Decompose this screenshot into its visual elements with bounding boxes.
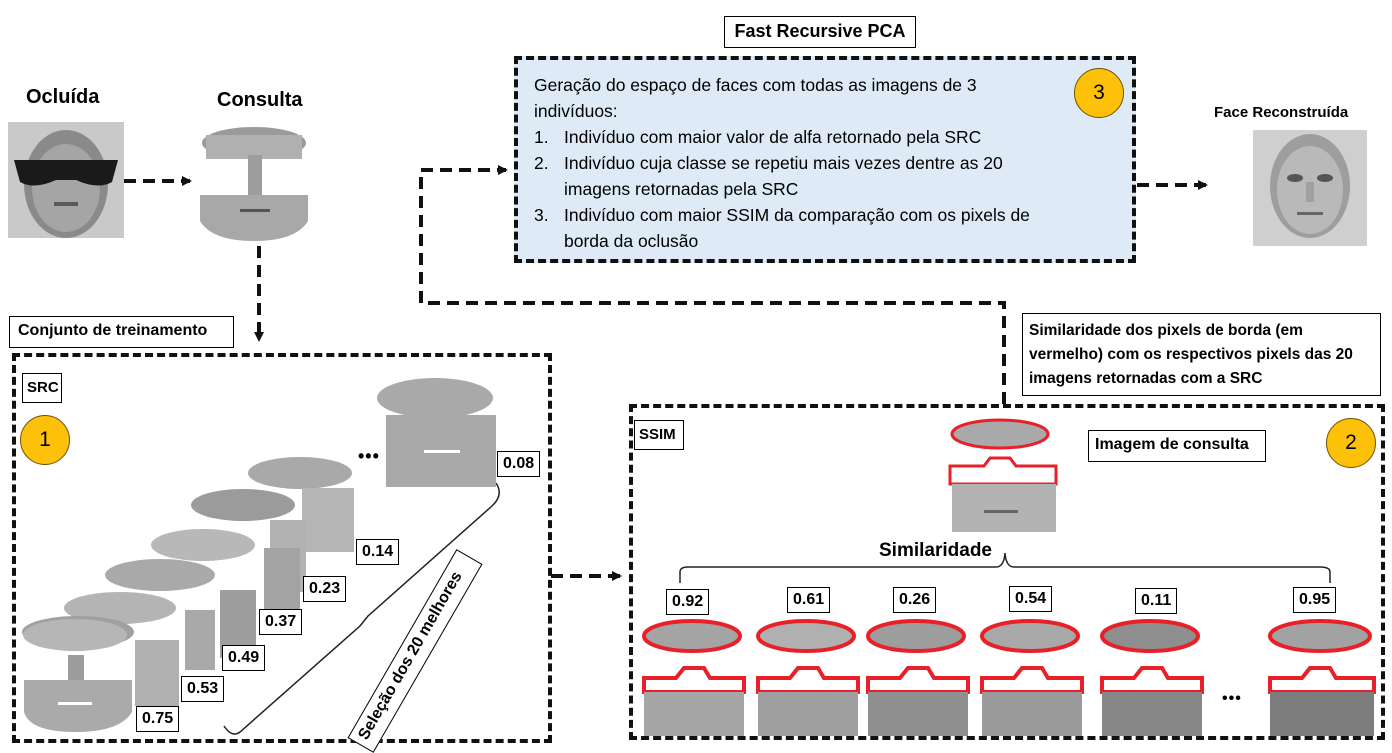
candidate-face-image bbox=[866, 619, 970, 736]
candidate-face-image bbox=[980, 619, 1084, 736]
similarity-bracket bbox=[679, 552, 1331, 583]
pca-panel: Geração do espaço de faces com todas as … bbox=[514, 56, 1136, 263]
ssim-score: 0.54 bbox=[1009, 586, 1053, 612]
ssim-score: 0.92 bbox=[666, 589, 710, 615]
occluded-face-image bbox=[8, 122, 124, 238]
src-score: 0.75 bbox=[136, 706, 180, 732]
ssim-score: 0.11 bbox=[1135, 588, 1178, 614]
ssim-score: 0.26 bbox=[893, 587, 937, 613]
src-score: 0.53 bbox=[181, 676, 225, 702]
query-edge-image bbox=[948, 418, 1058, 532]
step-badge-1: 1 bbox=[20, 415, 70, 465]
pca-title: Fast Recursive PCA bbox=[724, 16, 916, 48]
query-face-image bbox=[200, 127, 308, 241]
training-face-image bbox=[151, 529, 300, 612]
query-label: Consulta bbox=[217, 89, 303, 111]
training-face-image bbox=[23, 619, 132, 732]
src-score: 0.14 bbox=[356, 539, 400, 565]
ssim-panel bbox=[629, 404, 1385, 740]
pca-criteria-list: 1.Indivíduo com maior valor de alfa reto… bbox=[534, 124, 1064, 254]
step-badge-3: 3 bbox=[1074, 68, 1124, 118]
candidate-face-image bbox=[642, 619, 746, 736]
src-score: 0.49 bbox=[222, 645, 266, 671]
src-label: SRC bbox=[22, 373, 62, 403]
ssim-label: SSIM bbox=[634, 420, 684, 450]
pca-criterion: 3.Indivíduo com maior SSIM da comparação… bbox=[534, 205, 1030, 251]
arrow-feedback-to-pca bbox=[419, 165, 1006, 404]
src-panel bbox=[12, 353, 552, 743]
ssim-score: 0.61 bbox=[787, 587, 831, 613]
selection-bracket bbox=[223, 482, 500, 735]
occluded-label: Ocluída bbox=[26, 86, 100, 108]
src-score: 0.23 bbox=[303, 576, 347, 602]
reconstructed-label: Face Reconstruída bbox=[1214, 104, 1349, 121]
pca-intro: Geração do espaço de faces com todas as … bbox=[534, 75, 977, 121]
reconstructed-face-image bbox=[1253, 130, 1367, 246]
query-image-label: Imagem de consulta bbox=[1088, 430, 1266, 462]
candidate-face-image bbox=[1268, 619, 1376, 736]
ssim-ellipsis: ••• bbox=[1222, 690, 1242, 707]
step-badge-2: 2 bbox=[1326, 418, 1376, 468]
training-face-image bbox=[377, 378, 496, 487]
src-score: 0.37 bbox=[259, 609, 303, 635]
pca-criterion: 2.Indivíduo cuja classe se repetiu mais … bbox=[534, 153, 1003, 199]
src-score: 0.08 bbox=[497, 451, 541, 477]
ssim-score: 0.95 bbox=[1293, 587, 1337, 613]
training-set-label: Conjunto de treinamento bbox=[9, 316, 234, 348]
candidate-face-image bbox=[1100, 619, 1204, 736]
ssim-note: Similaridade dos pixels de borda (em ver… bbox=[1022, 313, 1381, 396]
similarity-label: Similaridade bbox=[879, 540, 992, 561]
ssim-candidates-row bbox=[642, 619, 1376, 736]
candidate-face-image bbox=[756, 619, 860, 736]
pca-criterion: 1.Indivíduo com maior valor de alfa reto… bbox=[534, 127, 982, 147]
src-ellipsis: ••• bbox=[358, 446, 380, 466]
training-faces-stack bbox=[22, 378, 496, 732]
training-face-image bbox=[64, 592, 215, 670]
training-face-image bbox=[248, 457, 354, 552]
